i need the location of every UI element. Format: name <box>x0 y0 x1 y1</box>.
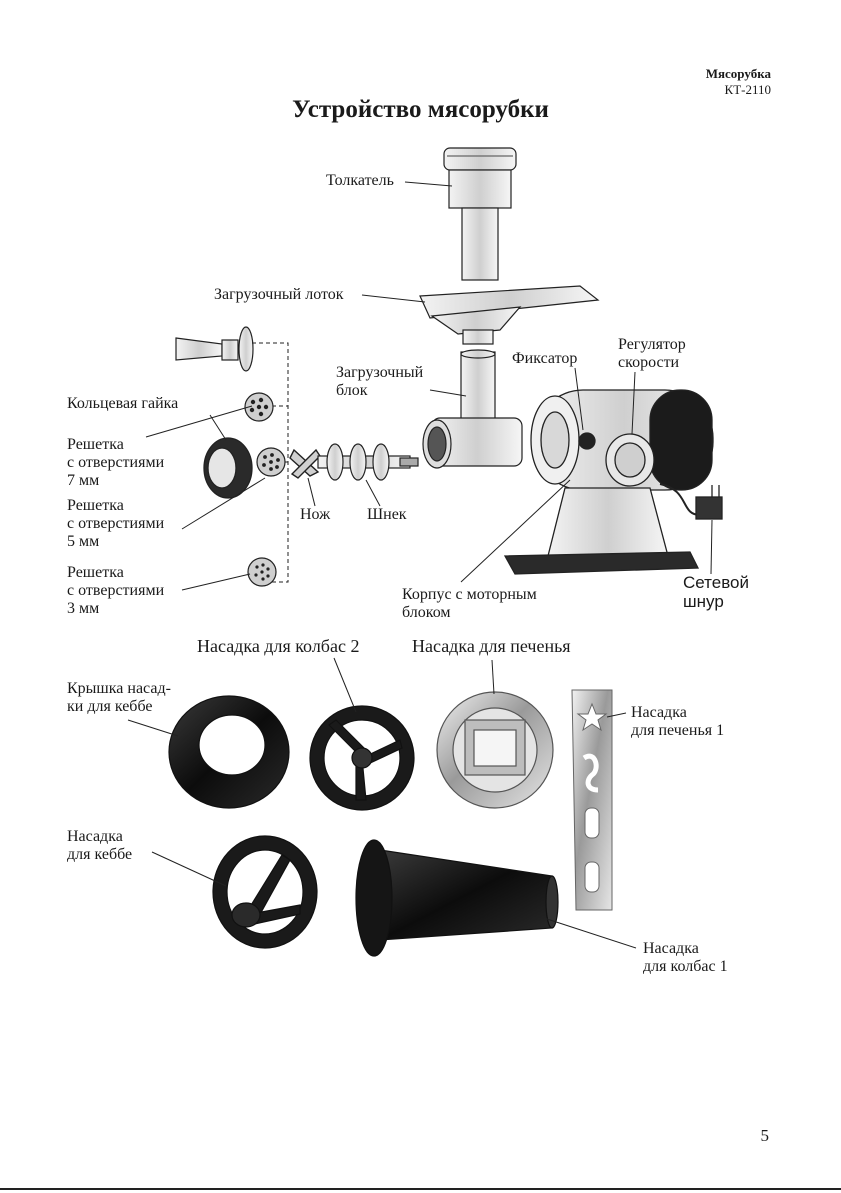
leader-lines <box>145 181 713 591</box>
label-kebbe-cap: Крышка насад- ки для кеббе <box>67 680 171 715</box>
label-cookie-plate-1: Насадка для печенья 1 <box>631 704 725 739</box>
grid-3mm-part <box>247 557 277 587</box>
label-kebbe-nozzle: Насадка для кеббе <box>67 828 133 863</box>
kebbe-cap-part <box>168 695 290 809</box>
cookie-plate-1-part <box>571 689 613 911</box>
label-grid-7mm: Решетка с отверстиями 7 мм <box>67 436 165 489</box>
label-auger: Шнек <box>367 506 407 523</box>
funnel-small-part <box>175 326 254 372</box>
sausage-nozzle-2-part <box>309 705 415 811</box>
header-model: КТ-2110 <box>724 82 771 97</box>
header-product: Мясорубка <box>705 66 771 81</box>
ring-nut-part <box>203 437 253 499</box>
sausage-nozzle-1-part <box>355 839 559 957</box>
label-power-cord: Сетевой шнур <box>683 573 750 611</box>
label-latch: Фиксатор <box>512 350 578 367</box>
label-grid-3mm: Решетка с отверстиями 3 мм <box>67 564 165 617</box>
label-knife: Нож <box>300 506 331 523</box>
label-grid-5mm: Решетка с отверстиями 5 мм <box>67 497 165 550</box>
grid-7mm-part <box>244 392 274 422</box>
knife-part <box>289 448 321 479</box>
cookie-nozzle-part <box>436 691 554 809</box>
label-motor-body: Корпус с моторным блоком <box>402 586 537 621</box>
auger-part <box>317 443 419 481</box>
label-speed-regulator: Регулятор скорости <box>618 336 686 371</box>
motor-body-part <box>503 389 723 575</box>
page-title: Устройство мясорубки <box>292 96 549 123</box>
label-pusher: Толкатель <box>326 172 394 189</box>
label-cookie-nozzle: Насадка для печенья <box>412 636 571 656</box>
feed-block-part <box>422 349 523 469</box>
label-sausage-nozzle-2: Насадка для колбас 2 <box>197 636 360 656</box>
page-number: 5 <box>760 1126 770 1145</box>
tray-part <box>419 285 600 345</box>
kebbe-nozzle-part <box>212 835 318 949</box>
bottom-rule <box>0 1188 841 1190</box>
label-tray: Загрузочный лоток <box>214 286 344 303</box>
pusher-part <box>443 147 517 281</box>
grid-5mm-part <box>256 447 286 477</box>
label-sausage-nozzle-1: Насадка для колбас 1 <box>643 940 728 975</box>
label-ring-nut: Кольцевая гайка <box>67 395 179 412</box>
label-feed-block: Загрузочный блок <box>336 364 424 399</box>
